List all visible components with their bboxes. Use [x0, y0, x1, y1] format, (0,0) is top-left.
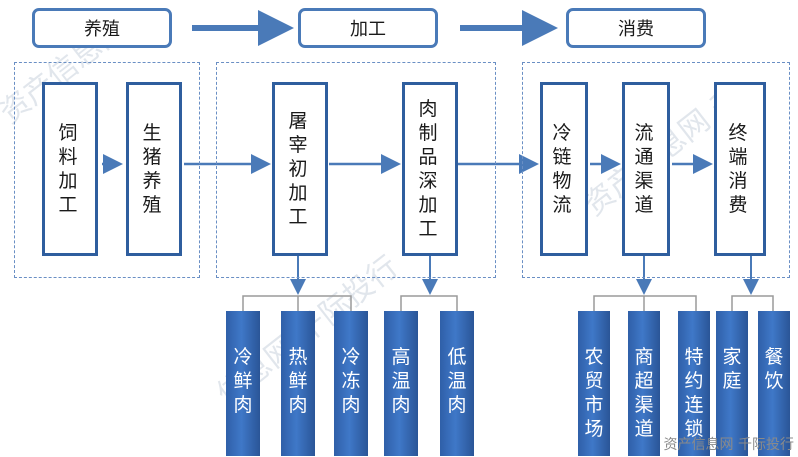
connectors	[102, 10, 774, 311]
leaf-supermarket-channel: 商超渠道	[628, 311, 660, 456]
leaf-frozen-meat-label: 冷冻肉	[341, 346, 361, 416]
stage-processing-label: 加工	[298, 8, 438, 48]
node-deep-processing: 肉制品深加工	[402, 82, 458, 256]
leaf-high-temp-meat: 高温肉	[384, 311, 418, 456]
node-cold-chain: 冷链物流	[540, 82, 588, 256]
node-feed-processing-label: 饲料加工	[58, 122, 82, 216]
leaf-catering: 餐饮	[758, 311, 790, 456]
stage-consumption-label: 消费	[566, 8, 706, 48]
leaf-hot-fresh-meat-label: 热鲜肉	[288, 346, 308, 416]
group-consumption	[522, 62, 790, 278]
diagram-canvas: 资产信息网 信息网 千际投行 资产信息网 千	[0, 6, 794, 456]
node-slaughter: 屠宰初加工	[272, 82, 328, 256]
node-distribution-channel: 流通渠道	[622, 82, 670, 256]
node-distribution-channel-label: 流通渠道	[634, 122, 658, 216]
node-terminal-consumption-label: 终端消费	[728, 122, 752, 216]
group-processing	[216, 62, 496, 278]
watermark-text: 资产信息网 千际投行	[663, 437, 794, 453]
node-slaughter-label: 屠宰初加工	[288, 110, 312, 228]
leaf-household-label: 家庭	[722, 346, 742, 392]
leaf-chilled-meat-label: 冷鲜肉	[233, 346, 253, 416]
leaf-chilled-meat: 冷鲜肉	[226, 311, 260, 456]
leaf-low-temp-meat: 低温肉	[440, 311, 474, 456]
leaf-farmers-market-label: 农贸市场	[584, 346, 604, 440]
node-cold-chain-label: 冷链物流	[552, 122, 576, 216]
node-hog-breeding: 生猪养殖	[126, 82, 182, 256]
leaf-household: 家庭	[716, 311, 748, 456]
leaf-high-temp-meat-label: 高温肉	[391, 346, 411, 416]
leaf-supermarket-channel-label: 商超渠道	[634, 346, 654, 440]
leaf-hot-fresh-meat: 热鲜肉	[281, 311, 315, 456]
leaf-farmers-market: 农贸市场	[578, 311, 610, 456]
group-breeding	[14, 62, 200, 278]
stage-breeding-label: 养殖	[32, 8, 172, 48]
leaf-frozen-meat: 冷冻肉	[334, 311, 368, 456]
node-hog-breeding-label: 生猪养殖	[142, 122, 166, 216]
leaf-franchise-chain: 特约连锁	[678, 311, 710, 456]
leaf-franchise-chain-label: 特约连锁	[684, 346, 704, 440]
node-terminal-consumption: 终端消费	[714, 82, 766, 256]
node-deep-processing-label: 肉制品深加工	[418, 98, 442, 240]
leaf-catering-label: 餐饮	[764, 346, 784, 392]
node-feed-processing: 饲料加工	[42, 82, 98, 256]
leaf-low-temp-meat-label: 低温肉	[447, 346, 467, 416]
